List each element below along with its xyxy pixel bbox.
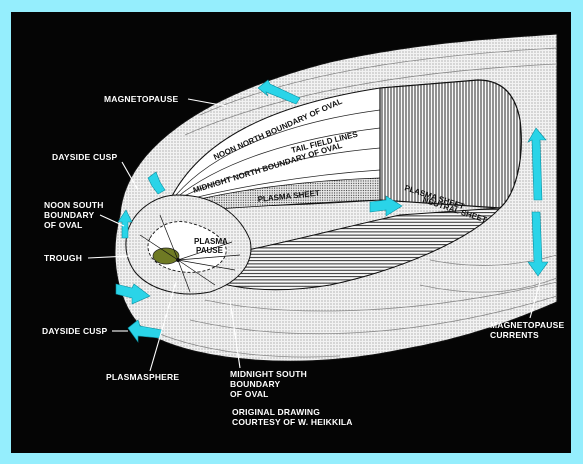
label-magnetopause: MAGNETOPAUSE xyxy=(104,94,178,104)
label-dayside-cusp-bottom: DAYSIDE CUSP xyxy=(42,326,108,336)
earth xyxy=(153,248,179,264)
label-magnetopause-currents-2: CURRENTS xyxy=(490,330,539,340)
label-magnetopause-currents-1: MAGNETOPAUSE xyxy=(490,320,564,330)
label-midnight-south-1: MIDNIGHT SOUTH xyxy=(230,369,307,379)
credit-line-1: ORIGINAL DRAWING xyxy=(232,407,320,417)
label-midnight-south-3: OF OVAL xyxy=(230,389,269,399)
label-noon-south-3: OF OVAL xyxy=(44,220,83,230)
label-plasmasphere: PLASMASPHERE xyxy=(106,372,179,382)
tail-cross-section xyxy=(380,80,521,208)
label-dayside-cusp-top: DAYSIDE CUSP xyxy=(52,152,118,162)
label-midnight-south-2: BOUNDARY xyxy=(230,379,281,389)
label-trough: TROUGH xyxy=(44,253,82,263)
credit-line-2: COURTESY OF W. HEIKKILA xyxy=(232,417,353,427)
label-noon-south-2: BOUNDARY xyxy=(44,210,95,220)
label-plasma-pause-1: PLASMA xyxy=(194,237,228,246)
label-plasma-pause-2: PAUSE xyxy=(196,246,224,255)
label-noon-south-1: NOON SOUTH xyxy=(44,200,104,210)
